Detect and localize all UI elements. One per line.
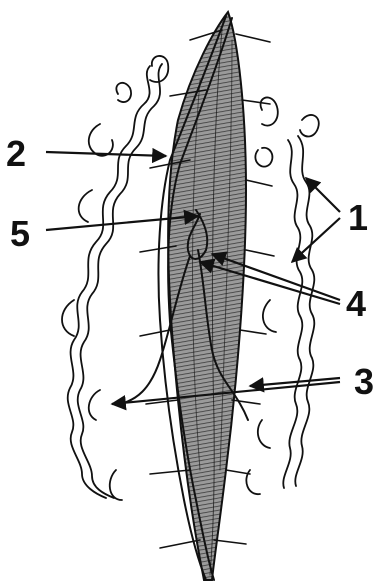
leader-3a	[250, 378, 340, 386]
label-5: 5	[10, 213, 30, 254]
leader-1a	[306, 178, 340, 212]
label-3: 3	[354, 361, 374, 402]
right-tortuous-vessel	[246, 97, 318, 494]
label-2: 2	[6, 133, 26, 174]
muscle-body	[168, 12, 246, 580]
label-1: 1	[348, 197, 368, 238]
label-4: 4	[346, 283, 366, 324]
leader-1b	[292, 218, 340, 262]
left-tortuous-vessel	[62, 56, 168, 500]
